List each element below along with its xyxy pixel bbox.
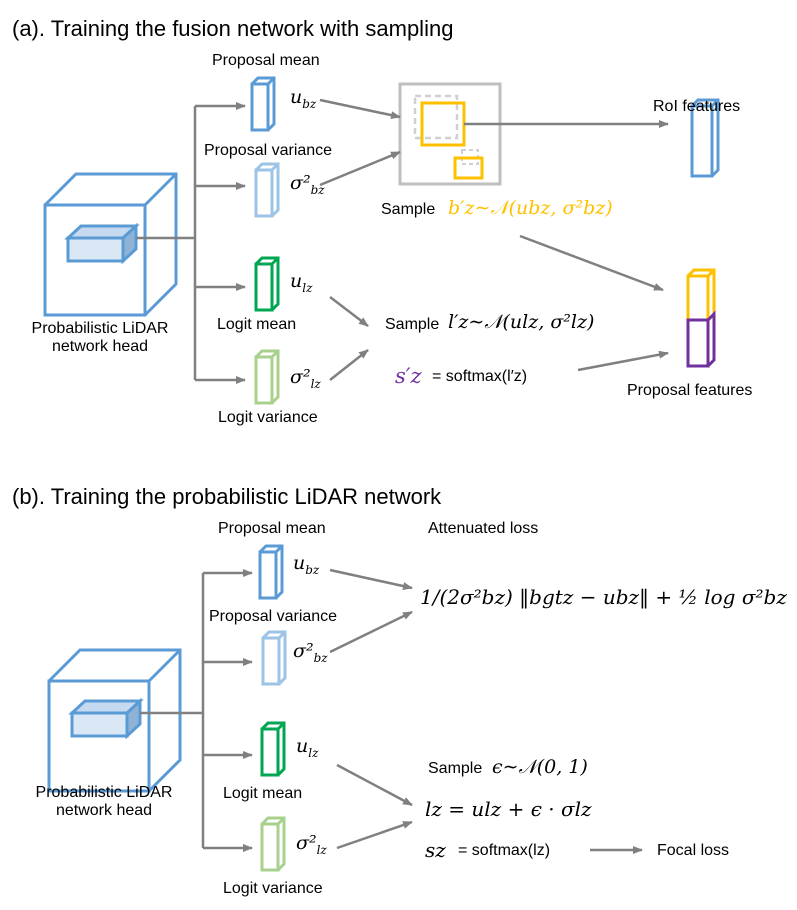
lidar-head-label-b: Probabilistic LiDAR network head: [14, 784, 194, 820]
loss-formula: 1/(2σ²bz) ‖bgtz − ubz‖ + ½ log σ²bz: [420, 585, 787, 609]
sample-l-prefix: Sample: [385, 316, 440, 333]
sigma-b-symbol-b: σ²bz: [293, 640, 328, 665]
logit-mean-label-a: Logit mean: [217, 316, 297, 333]
u-b-symbol-a: ubz: [290, 86, 317, 111]
proposal-mean-prism-a: [250, 76, 276, 132]
logit-variance-label-b: Logit variance: [223, 880, 323, 897]
roi-features-prism: [690, 98, 720, 178]
sample-b-formula: b′z∼𝒩(ubz, σ²bz): [448, 197, 613, 219]
logit-variance-label-a: Logit variance: [218, 409, 318, 426]
branch-lines-b: [140, 569, 253, 852]
part-a-title: (a). Training the fusion network with sa…: [12, 16, 454, 41]
arrows-b: [329, 568, 643, 854]
sigma-l-symbol-b: σ²lz: [296, 832, 327, 857]
proposal-variance-prism-a: [254, 162, 280, 218]
proposal-mean-prism-b: [258, 544, 284, 600]
logit-mean-prism-a: [254, 256, 280, 312]
sample-l-formula: l′z∼𝒩(ulz, σ²lz): [448, 311, 595, 333]
softmax-text-a: = softmax(l′z): [432, 368, 528, 385]
attenuated-loss-label: Attenuated loss: [428, 520, 539, 537]
branch-lines-a: [136, 102, 246, 384]
logit-mean-prism-b: [260, 721, 286, 777]
sigma-b-symbol-a: σ²bz: [290, 172, 325, 197]
u-b-symbol-b: ubz: [293, 552, 320, 577]
roi-features-label: RoI features: [653, 98, 741, 115]
part-b-title: (b). Training the probabilistic LiDAR ne…: [12, 484, 442, 509]
sample-eps-formula: ϵ∼𝒩(0, 1): [492, 756, 588, 778]
logit-variance-prism-b: [260, 816, 286, 872]
sample-b-prefix: Sample: [381, 201, 436, 218]
focal-loss-label: Focal loss: [657, 842, 730, 859]
sample-eps-prefix: Sample: [428, 760, 483, 777]
sample-b-formula-text: b′z∼𝒩(ubz, σ²bz): [448, 197, 613, 219]
lidar-head-label-b-line1: Probabilistic LiDAR: [35, 784, 173, 801]
lidar-head-label-a-line1: Probabilistic LiDAR: [31, 320, 169, 337]
lidar-head-label-a-line2: network head: [51, 338, 149, 355]
sz-symbol: sz: [425, 838, 446, 862]
proposal-features-label: Proposal features: [627, 382, 753, 399]
lidar-head-label-b-line2: network head: [55, 802, 153, 819]
lidar-head-cube-b: [47, 648, 182, 793]
proposal-features-prism: [686, 268, 716, 368]
sampling-frame: [398, 82, 502, 186]
proposal-variance-prism-b: [261, 630, 287, 686]
arrows-a: [319, 98, 669, 381]
proposal-variance-label-b: Proposal variance: [209, 608, 338, 625]
logit-variance-prism-a: [254, 349, 280, 405]
sigma-l-symbol-a: σ²lz: [290, 366, 321, 391]
lidar-head-cube-a: [43, 172, 178, 317]
s-prime-symbol: s′z: [395, 364, 422, 388]
lz-formula: lz = ulz + ϵ · σlz: [425, 797, 592, 821]
softmax-text-b: = softmax(lz): [458, 842, 551, 859]
u-l-symbol-b: ulz: [296, 735, 319, 760]
lidar-head-inner-box-b: [68, 697, 144, 740]
lidar-head-label-a: Probabilistic LiDAR network head: [10, 320, 190, 356]
logit-mean-label-b: Logit mean: [223, 785, 303, 802]
proposal-variance-label-a: Proposal variance: [204, 142, 333, 159]
proposal-mean-label-b: Proposal mean: [218, 520, 326, 537]
u-l-symbol-a: ulz: [290, 270, 313, 295]
proposal-mean-label-a: Proposal mean: [212, 52, 320, 69]
lidar-head-inner-box-a: [64, 222, 140, 265]
